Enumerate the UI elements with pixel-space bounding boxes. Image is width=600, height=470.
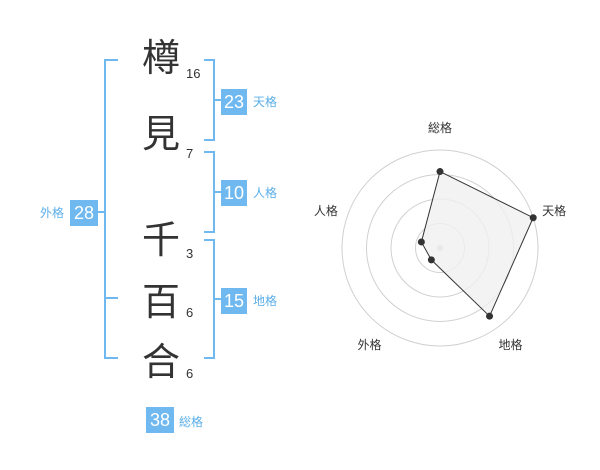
jinkaku-label: 人格 <box>253 186 278 200</box>
radar-axis-label-3: 地格 <box>499 337 523 352</box>
radar-ring <box>341 149 539 347</box>
name-char-1: 樽 <box>141 36 180 80</box>
chikaku-label: 地格 <box>253 294 278 308</box>
tenkaku-value: 23 <box>221 89 247 115</box>
stroke-count-5: 6 <box>186 366 194 381</box>
radar-axis-label-2: 天格 <box>542 203 566 218</box>
radar-axis-label-5: 人格 <box>314 203 338 218</box>
stroke-count-3: 3 <box>186 246 194 261</box>
radar-point-2 <box>529 214 537 222</box>
radar-axis-label-4: 外格 <box>357 337 381 352</box>
stroke-count-4: 6 <box>186 305 194 320</box>
name-char-2: 見 <box>141 112 180 156</box>
radar-point-4 <box>427 256 435 264</box>
stroke-count-1: 16 <box>186 66 201 81</box>
gaikaku-bracket <box>104 59 118 359</box>
gaikaku-value: 28 <box>70 200 98 226</box>
name-char-3: 千 <box>141 218 180 262</box>
gaikaku-label: 外格 <box>40 206 65 220</box>
name-char-5: 合 <box>141 340 180 384</box>
radar-point-5 <box>417 238 425 246</box>
tenkaku-label: 天格 <box>253 95 278 109</box>
radar-point-3 <box>486 312 494 320</box>
stroke-count-2: 7 <box>186 146 194 161</box>
name-char-4: 百 <box>141 280 180 324</box>
soukaku-value: 38 <box>146 407 174 433</box>
jinkaku-value: 10 <box>221 180 247 206</box>
radar-point-1 <box>436 168 444 176</box>
chikaku-value: 15 <box>221 288 247 314</box>
radar-axis-label-1: 総格 <box>428 120 452 135</box>
soukaku-label: 総格 <box>179 415 204 429</box>
radar-polygon <box>420 170 534 318</box>
